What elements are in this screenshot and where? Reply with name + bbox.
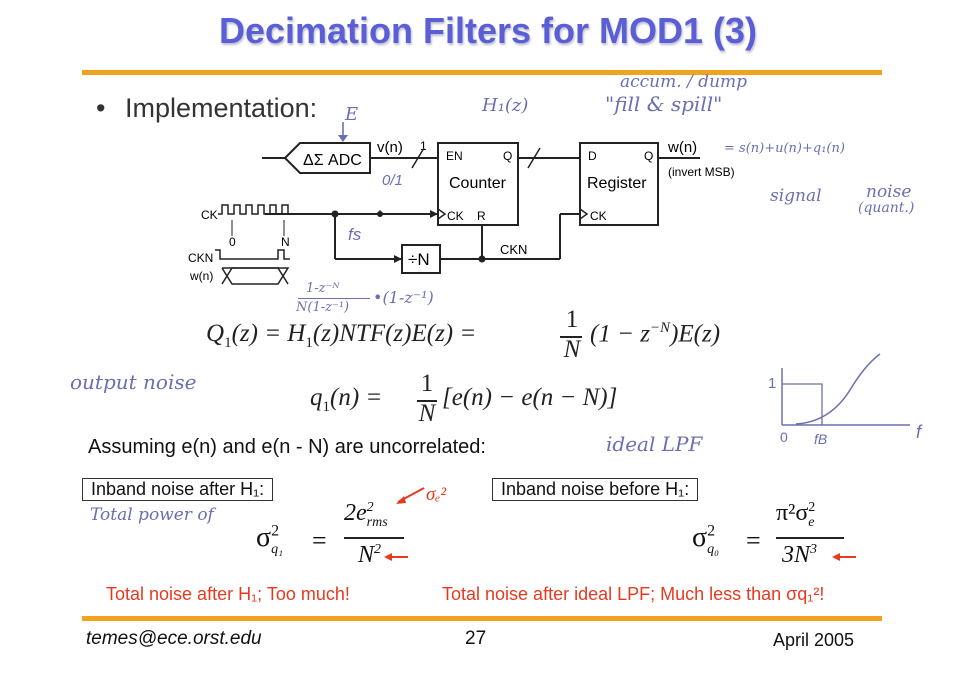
register-d-pin: D [588, 149, 597, 163]
q1z-tail: (1 − z−N)E(z) [590, 320, 721, 348]
lpf-sketch: 1 0 fB f [768, 353, 923, 447]
q1n-frac-bar [417, 400, 437, 402]
counter-ck-pin: CK [447, 209, 464, 223]
handwritten-output-noise: output noise [70, 370, 197, 394]
timing-zero-label: 0 [229, 235, 236, 249]
equation-q1n: q1(n) = [310, 384, 383, 415]
counter-block [437, 142, 519, 226]
sigma-right-numerator: π²σ2e [776, 500, 816, 530]
inband-after-box: Inband noise after H₁: [82, 478, 274, 501]
handwritten-ideal-lpf: ideal LPF [606, 432, 703, 456]
footer-divider [82, 616, 882, 621]
lpf-zero-label: 0 [780, 429, 788, 445]
footer-date: April 2005 [773, 630, 855, 650]
sigma-left-numerator: 2e2rms [344, 500, 388, 530]
handwritten-signal: signal [770, 186, 822, 206]
sigma-left-lhs: σ2q₁ [256, 522, 283, 557]
counter-en-pin: EN [446, 149, 463, 163]
arrow-right-eq-icon [832, 553, 856, 561]
bullet-marker: • [96, 93, 106, 123]
handwritten-quant: (quant.) [858, 200, 915, 216]
q1n-tail: [e(n) − e(n − N)] [442, 384, 618, 411]
sigma-left-fraction-bar [344, 537, 404, 539]
handwritten-accumulate: accum. / dump [620, 72, 748, 92]
sigma-left-denominator: N2 [358, 542, 382, 568]
adc-label: ΔΣ ADC [303, 152, 362, 169]
q1z-frac-bar [560, 336, 582, 338]
register-block [579, 142, 659, 226]
timing-wn-label: w(n) [189, 269, 213, 283]
handwritten-h1z: H₁(z) [482, 95, 529, 116]
handwritten-01: 0/1 [382, 172, 403, 189]
register-ck-pin: CK [590, 209, 607, 223]
lpf-f-label: f [916, 422, 923, 442]
implementation-heading: Implementation: [125, 93, 318, 123]
wn-waveform [221, 267, 289, 285]
sigma-right-fraction-bar [776, 537, 844, 539]
register-label: Register [587, 175, 647, 192]
sigma-right-denominator: 3N3 [782, 542, 818, 568]
ck-waveform [218, 204, 289, 215]
slide-title: Decimation Filters for MOD1 (3) [218, 10, 758, 51]
bit-width-label: 1 [420, 139, 427, 153]
invert-msb-label: (invert MSB) [668, 165, 735, 179]
handwritten-z-denominator: N(1-z⁻¹) [296, 300, 350, 315]
timing-ckn-label: CKN [188, 251, 213, 265]
counter-q-pin: Q [503, 149, 512, 163]
lpf-fb-label: fB [814, 431, 827, 447]
vn-label: v(n) [377, 139, 403, 156]
footer-email: temes@ece.orst.edu [86, 628, 262, 649]
inband-before-box: Inband noise before H₁: [492, 478, 699, 501]
ckn-label: CKN [500, 242, 527, 257]
title-divider [82, 70, 882, 75]
footer-page-number: 27 [465, 628, 487, 649]
q1z-frac-num: 1 [565, 306, 579, 333]
divider-block [401, 244, 441, 274]
arrow-annotation-icon [396, 487, 425, 504]
timing-n-label: N [281, 235, 290, 249]
sigma-left-equals: = [312, 526, 327, 555]
handwritten-fill-spill: "fill & spill" [605, 92, 723, 116]
handwritten-z-numerator: 1-z⁻ᴺ [306, 281, 340, 296]
register-q-pin: Q [644, 149, 653, 163]
equation-q1z: Q1(z) = H1(z)NTF(z)E(z) = [206, 320, 477, 351]
ckn-waveform [215, 249, 290, 260]
sigma-right-equals: = [746, 526, 761, 555]
sigma-right-lhs: σ2q₀ [692, 522, 719, 557]
lpf-one-label: 1 [768, 375, 776, 392]
circuit-diagram: ΔΣ ADC E v(n) 1 0/1 EN Q Counter CK R D … [188, 104, 735, 285]
counter-label: Counter [449, 175, 507, 192]
handwritten-z-tail: •(1-z⁻¹) [373, 288, 434, 307]
caption-before: Total noise after ideal LPF; Much less t… [442, 584, 825, 604]
assumption-text: Assuming e(n) and e(n - N) are uncorrela… [88, 436, 486, 458]
sigma-e-annotation: σₑ² [426, 484, 447, 505]
handwritten-fs: fs [348, 225, 362, 244]
handwritten-e: E [344, 104, 358, 125]
handwritten-noise: noise [866, 182, 912, 202]
divider-label: ÷N [408, 250, 430, 269]
q1n-frac-den: N [418, 400, 436, 427]
counter-r-pin: R [477, 209, 486, 223]
handwritten-fraction-bar [298, 298, 370, 299]
q1n-frac-num: 1 [420, 370, 434, 397]
wn-label: w(n) [667, 139, 697, 156]
handwritten-total-power: Total power of [90, 505, 214, 525]
timing-ck-label: CK [201, 208, 218, 222]
q1z-frac-den: N [563, 336, 581, 363]
caption-after: Total noise after H₁; Too much! [106, 584, 350, 604]
handwritten-w-expression: = s(n)+u(n)+q₁(n) [724, 141, 845, 156]
arrow-left-icon [384, 553, 408, 561]
